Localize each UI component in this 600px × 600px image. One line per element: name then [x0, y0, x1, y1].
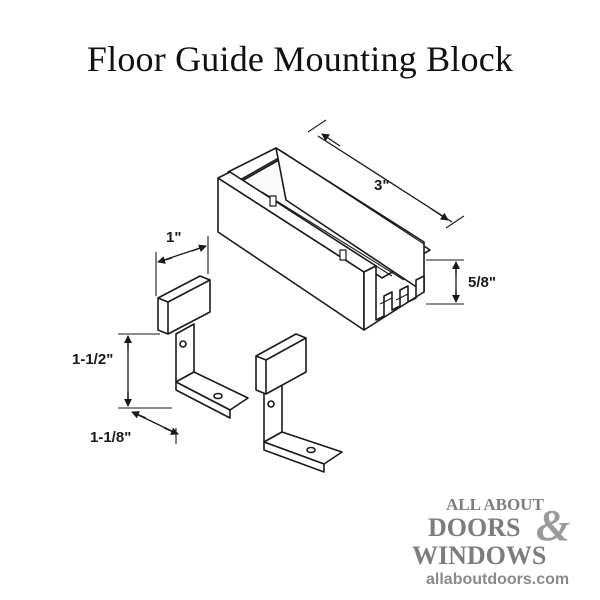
logo-line-all-about: ALL ABOUT: [446, 495, 544, 514]
logo-url: allaboutdoors.com: [426, 571, 569, 588]
dim-label-length: 3": [374, 177, 389, 194]
bracket-left-plate-hole: [179, 340, 187, 348]
dimension-lines: [118, 119, 465, 444]
logo-line-doors: DOORS: [428, 513, 520, 542]
channel-groove-line-2: [261, 191, 405, 281]
bracket-right-hole: [306, 446, 316, 454]
logo-line-windows: WINDOWS: [412, 541, 546, 570]
channel-end-profile: [363, 265, 425, 331]
dim-label-bracket-height: 1-1/2": [72, 351, 113, 368]
bracket-right-foot-front: [263, 441, 325, 473]
dim-label-width: 1": [166, 229, 181, 246]
mounting-block-channel: [217, 147, 431, 331]
page-title: Floor Guide Mounting Block: [86, 39, 514, 79]
bracket-right-plate-hole: [267, 400, 275, 408]
dim-label-height: 5/8": [468, 274, 496, 291]
channel-peg-2: [339, 249, 347, 261]
bracket-right: [255, 333, 343, 473]
brand-logo: ALL ABOUT DOORS & WINDOWS allaboutdoors.…: [412, 495, 570, 588]
logo-ampersand: &: [536, 501, 570, 550]
bracket-left-pad: [157, 275, 211, 335]
bracket-left: [157, 275, 249, 419]
dim-line-length: [317, 135, 453, 223]
bracket-left-foot-front: [175, 381, 231, 419]
bracket-left-hole: [213, 392, 223, 400]
bracket-right-pad: [255, 333, 307, 395]
channel-peg-1: [269, 195, 277, 207]
dim-label-bracket-depth: 1-1/8": [90, 429, 131, 446]
